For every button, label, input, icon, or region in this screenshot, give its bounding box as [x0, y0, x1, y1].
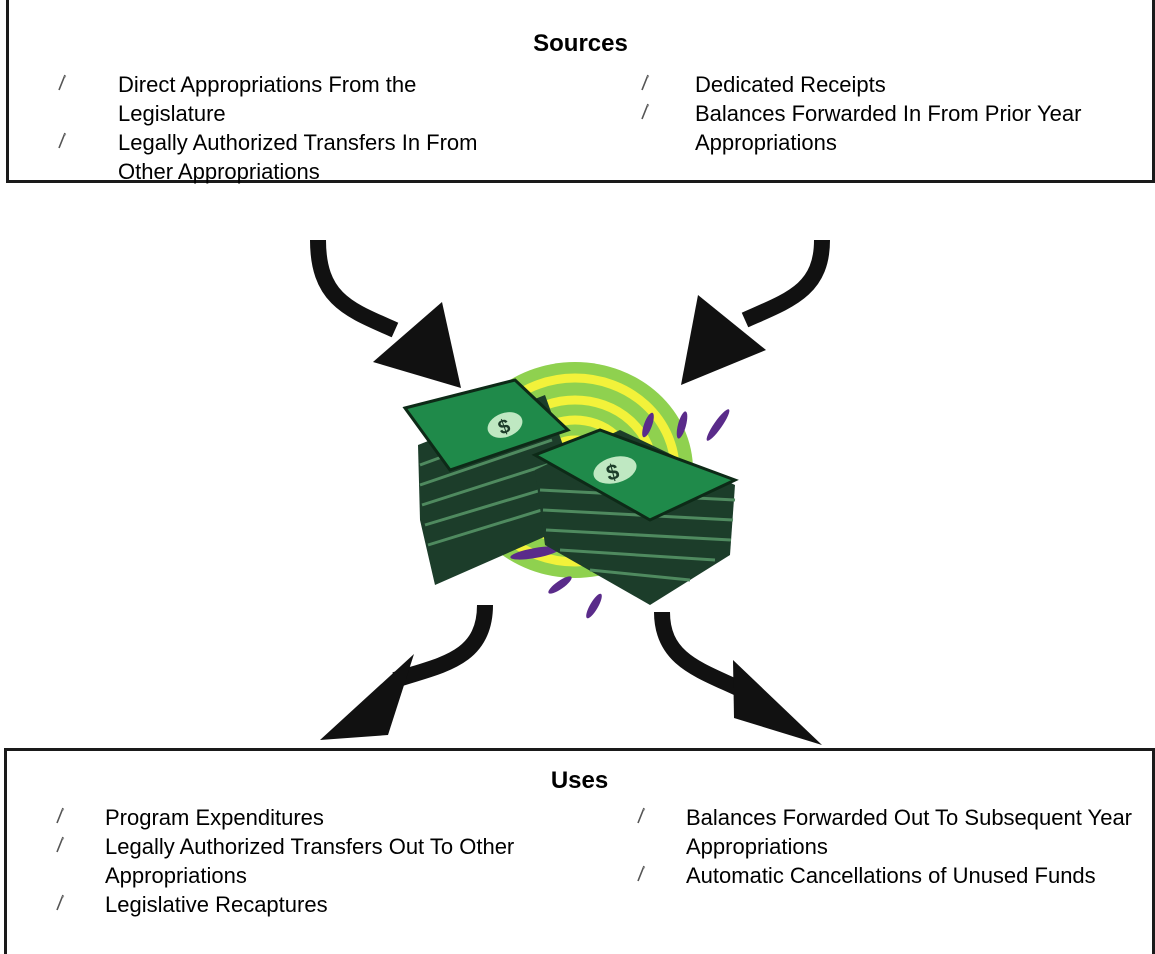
- pen-bullet-icon: [54, 836, 66, 854]
- sources-panel: Sources Direct Appropriations From the L…: [6, 0, 1155, 186]
- arrowhead-in-left: [373, 302, 461, 388]
- arrow-in-right-icon: [741, 239, 830, 328]
- uses-left-list: Program Expenditures Legally Authorized …: [54, 803, 534, 919]
- sources-item-direct-appropriations: Direct Appropriations From the Legislatu…: [118, 72, 417, 126]
- pen-bullet-icon: [635, 807, 647, 825]
- sources-left-list: Direct Appropriations From the Legislatu…: [56, 70, 526, 186]
- pen-bullet-icon: [639, 74, 651, 92]
- sources-title: Sources: [533, 30, 628, 57]
- sparkle-icon: [510, 409, 730, 619]
- pen-bullet-icon: [54, 894, 66, 912]
- arrowhead-in-right: [681, 295, 766, 385]
- money-stack-left-icon: $: [402, 378, 572, 585]
- list-item: Legislative Recaptures: [54, 890, 534, 919]
- uses-item-transfers-out: Legally Authorized Transfers Out To Othe…: [105, 834, 515, 888]
- pen-bullet-icon: [56, 132, 68, 150]
- list-item: Dedicated Receipts: [639, 70, 1139, 99]
- arrowhead-out-left: [320, 654, 414, 740]
- pen-bullet-icon: [54, 807, 66, 825]
- sources-item-balances-forwarded-in: Balances Forwarded In From Prior Year Ap…: [695, 101, 1082, 155]
- arrow-in-left-icon: [310, 239, 399, 338]
- list-item: Direct Appropriations From the Legislatu…: [56, 70, 526, 128]
- money-stack-right-icon: $: [531, 428, 739, 605]
- sources-right-list: Dedicated Receipts Balances Forwarded In…: [639, 70, 1139, 157]
- pen-bullet-icon: [639, 103, 651, 121]
- list-item: Legally Authorized Transfers Out To Othe…: [54, 832, 534, 890]
- uses-item-program-expenditures: Program Expenditures: [105, 805, 324, 830]
- sources-item-dedicated-receipts: Dedicated Receipts: [695, 72, 886, 97]
- uses-panel: Uses Program Expenditures Legally Author…: [4, 748, 1155, 954]
- arrow-out-left-icon: [392, 604, 493, 688]
- sources-item-transfers-in: Legally Authorized Transfers In From Oth…: [118, 130, 478, 184]
- list-item: Balances Forwarded Out To Subsequent Yea…: [635, 803, 1135, 861]
- list-item: Legally Authorized Transfers In From Oth…: [56, 128, 526, 186]
- list-item: Program Expenditures: [54, 803, 534, 832]
- pen-bullet-icon: [56, 74, 68, 92]
- pen-bullet-icon: [635, 865, 647, 883]
- uses-right-list: Balances Forwarded Out To Subsequent Yea…: [635, 803, 1135, 890]
- list-item: Balances Forwarded In From Prior Year Ap…: [639, 99, 1139, 157]
- uses-item-legislative-recaptures: Legislative Recaptures: [105, 892, 328, 917]
- uses-title: Uses: [550, 767, 609, 794]
- uses-item-balances-forwarded-out: Balances Forwarded Out To Subsequent Yea…: [686, 805, 1133, 859]
- arrow-out-right-icon: [654, 611, 746, 698]
- uses-item-automatic-cancellations: Automatic Cancellations of Unused Funds: [686, 863, 1096, 888]
- list-item: Automatic Cancellations of Unused Funds: [635, 861, 1135, 890]
- arrowhead-out-right: [733, 660, 822, 745]
